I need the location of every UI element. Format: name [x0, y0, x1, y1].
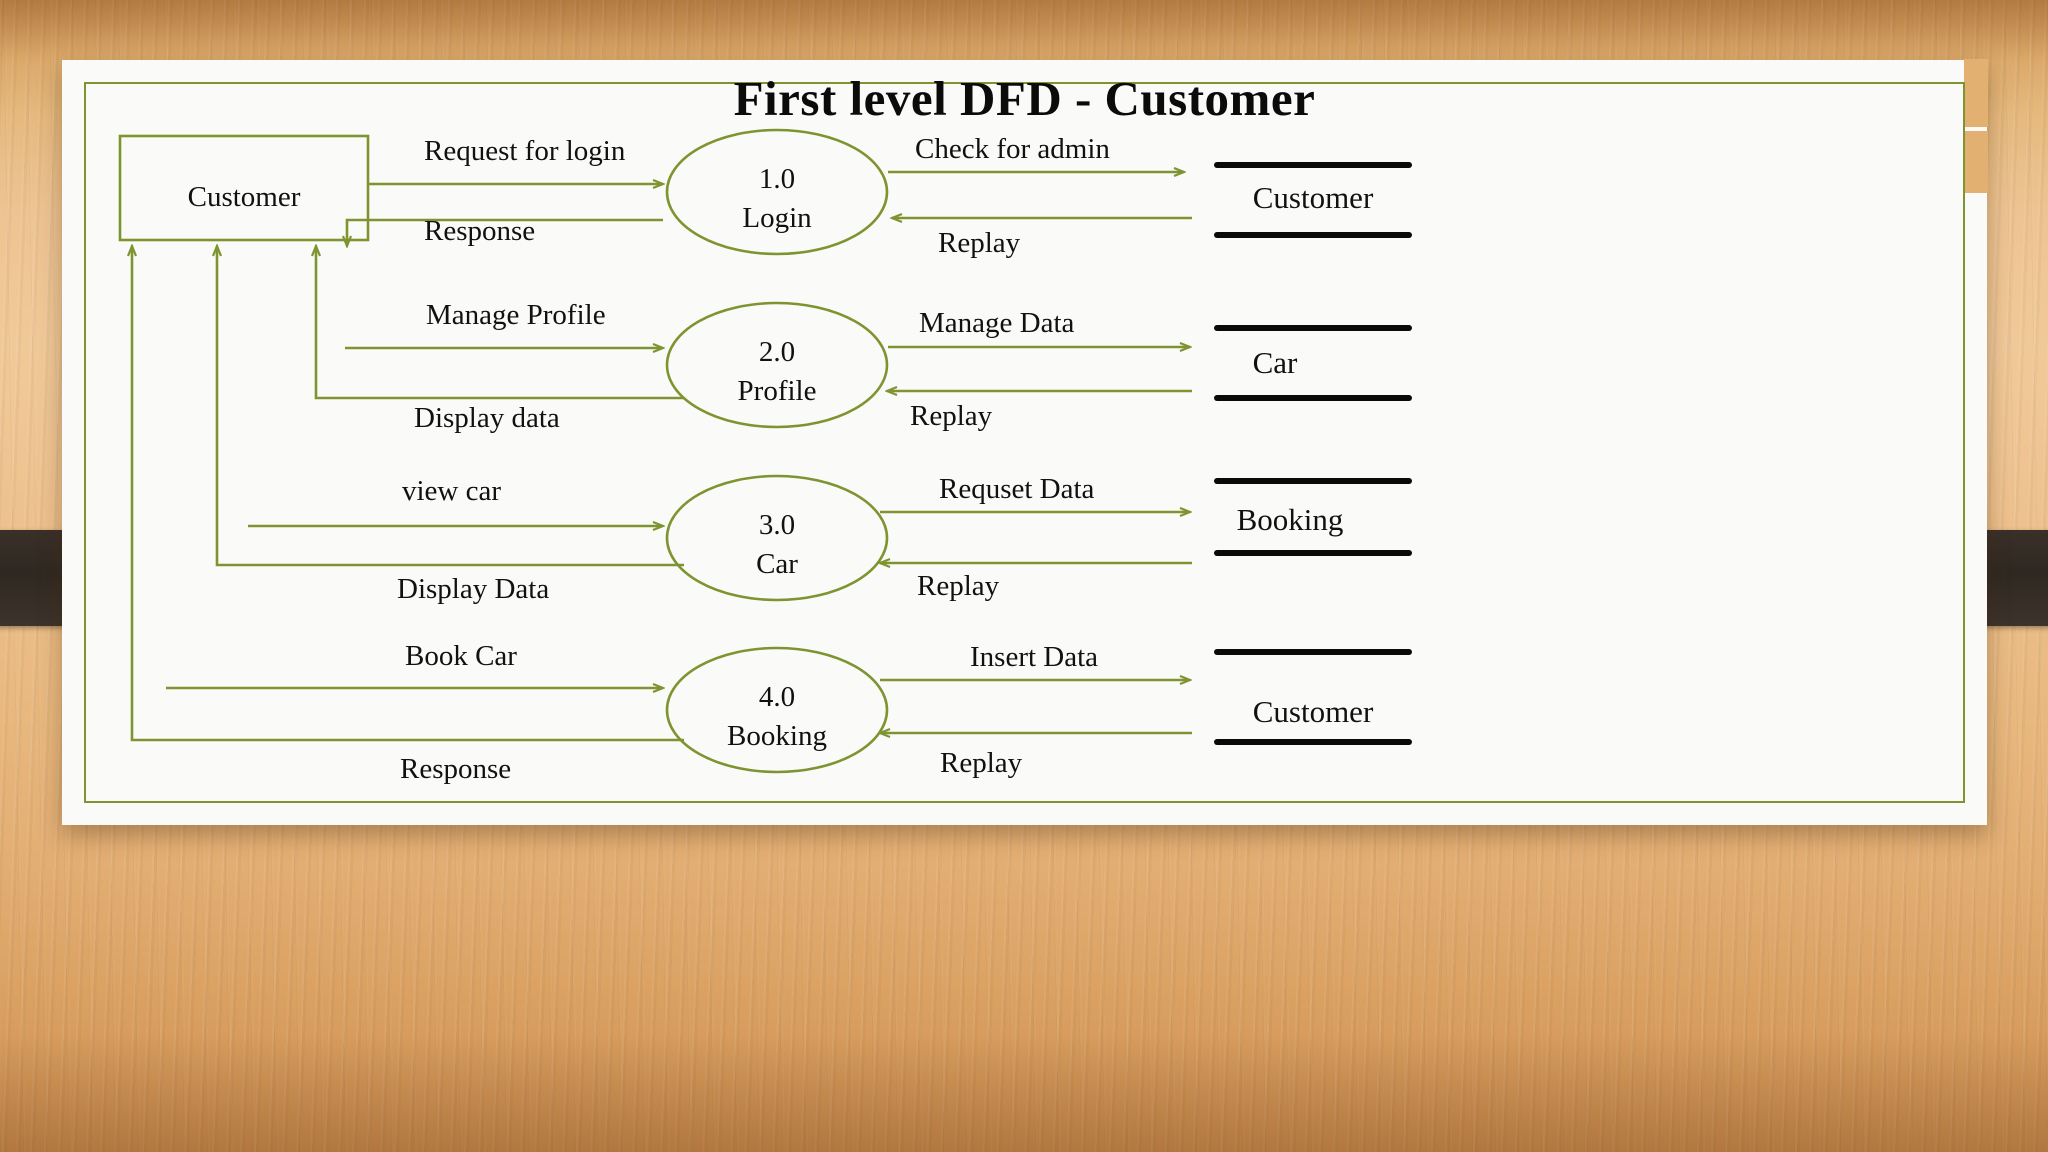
data-store-label: Customer — [1253, 694, 1374, 729]
external-entity-label: Customer — [188, 181, 301, 213]
data-store-label: Car — [1253, 345, 1298, 380]
process-number: 3.0 — [759, 509, 795, 541]
flow-label: Replay — [940, 747, 1023, 779]
flow-label: Check for admin — [915, 133, 1110, 165]
flow-book-car: Book Car — [166, 640, 663, 688]
flow-label: Response — [400, 753, 511, 785]
process-number: 4.0 — [759, 681, 795, 713]
flow-label: Manage Data — [919, 307, 1075, 339]
flow-replay-2: Replay — [887, 391, 1192, 432]
slide-edge-notch — [1964, 131, 1988, 193]
data-store-label: Customer — [1253, 180, 1374, 215]
flow-view-car: view car — [248, 475, 663, 526]
page-title: First level DFD - Customer — [733, 71, 1316, 126]
flow-label: view car — [402, 475, 501, 507]
process-name: Booking — [727, 720, 827, 752]
flow-manage-profile: Manage Profile — [345, 299, 663, 348]
flow-replay-3: Replay — [880, 563, 1192, 602]
process-3[interactable]: 3.0 Car — [665, 474, 889, 602]
wood-top-shadow — [0, 0, 2048, 62]
wood-bottom-shadow — [0, 1032, 2048, 1152]
flow-display-data-profile: Display data — [316, 246, 684, 434]
process-4[interactable]: 4.0 Booking — [665, 646, 889, 774]
data-store-1[interactable]: Customer — [1214, 162, 1412, 238]
slide-edge-notch — [1964, 59, 1988, 127]
flow-insert-data: Insert Data — [880, 641, 1190, 680]
flow-response-login: Response — [347, 215, 663, 247]
process-1[interactable]: 1.0 Login — [665, 128, 889, 256]
flow-label: Display data — [414, 402, 560, 434]
flow-replay-4: Replay — [880, 733, 1192, 779]
process-name: Car — [756, 548, 798, 580]
flow-label: Replay — [917, 570, 1000, 602]
flow-label: Requset Data — [939, 473, 1095, 505]
flow-label: Manage Profile — [426, 299, 606, 331]
flow-label: Request for login — [424, 135, 626, 167]
flow-check-for-admin: Check for admin — [888, 133, 1184, 172]
external-entity-customer[interactable]: Customer — [118, 134, 370, 242]
slide-inner-border — [84, 82, 1965, 803]
process-2[interactable]: 2.0 Profile — [665, 301, 889, 429]
flow-display-data-car: Display Data — [217, 246, 684, 605]
flow-label: Replay — [938, 227, 1021, 259]
flow-response-booking: Response — [132, 246, 684, 785]
process-number: 1.0 — [759, 163, 795, 195]
process-name: Profile — [738, 375, 817, 407]
flow-label: Book Car — [405, 640, 517, 672]
data-store-3[interactable]: Booking — [1214, 478, 1412, 556]
flow-label: Insert Data — [970, 641, 1098, 673]
dfd-diagram: Customer 1.0 Login 2.0 Profile 3.0 Car 4… — [118, 128, 1412, 785]
flow-manage-data: Manage Data — [888, 307, 1190, 347]
flow-label: Response — [424, 215, 535, 247]
data-store-2[interactable]: Car — [1214, 325, 1412, 401]
data-store-4[interactable]: Customer — [1214, 649, 1412, 745]
flow-replay-1: Replay — [892, 218, 1192, 259]
slide-sheet: First level DFD - Customer Customer 1.0 … — [62, 59, 1988, 825]
flow-label: Replay — [910, 400, 993, 432]
flow-request-for-login: Request for login — [368, 135, 663, 184]
process-number: 2.0 — [759, 336, 795, 368]
flow-requset-data: Requset Data — [880, 473, 1190, 512]
process-name: Login — [742, 202, 812, 234]
flow-label: Display Data — [397, 573, 549, 605]
data-store-label: Booking — [1237, 502, 1344, 537]
